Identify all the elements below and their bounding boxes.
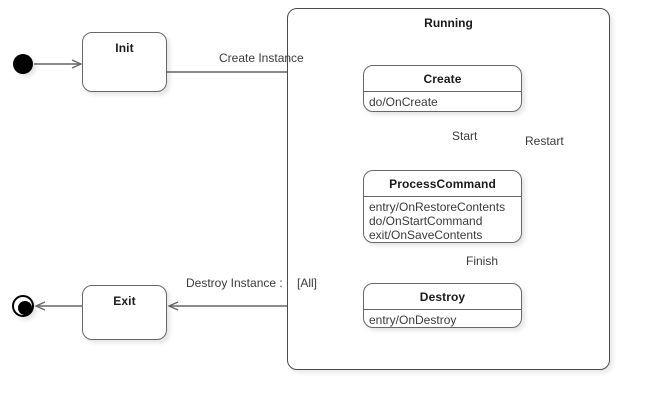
- state-create-title: Create: [364, 66, 521, 92]
- state-processcommand[interactable]: ProcessCommand entry/OnRestoreContents d…: [363, 170, 522, 243]
- state-destroy-activities: entry/OnDestroy: [369, 313, 457, 327]
- final-state-inner-dot: [18, 301, 32, 315]
- transition-label-destroy-instance: Destroy Instance :: [186, 276, 283, 290]
- state-create[interactable]: Create do/OnCreate: [363, 65, 522, 112]
- transition-label-restart: Restart: [525, 134, 564, 148]
- state-destroy[interactable]: Destroy entry/OnDestroy: [363, 283, 522, 328]
- transition-label-finish: Finish: [466, 254, 499, 268]
- final-state-node[interactable]: [12, 295, 34, 317]
- state-init-title: Init: [115, 41, 134, 55]
- composite-state-running-label: Running: [424, 16, 473, 30]
- state-init[interactable]: Init: [82, 32, 167, 92]
- state-destroy-title: Destroy: [364, 284, 521, 310]
- state-exit-title: Exit: [113, 294, 136, 308]
- state-processcommand-title: ProcessCommand: [364, 171, 521, 197]
- state-processcommand-activities: entry/OnRestoreContents do/OnStartComman…: [369, 200, 506, 242]
- transition-label-destroy-instance-guard: [All]: [297, 276, 318, 290]
- state-exit[interactable]: Exit: [82, 285, 167, 340]
- transition-label-create-instance: Create Instance: [219, 51, 304, 65]
- transition-label-start: Start: [452, 129, 478, 143]
- state-create-activities: do/OnCreate: [369, 95, 438, 109]
- initial-state-node[interactable]: [13, 54, 33, 74]
